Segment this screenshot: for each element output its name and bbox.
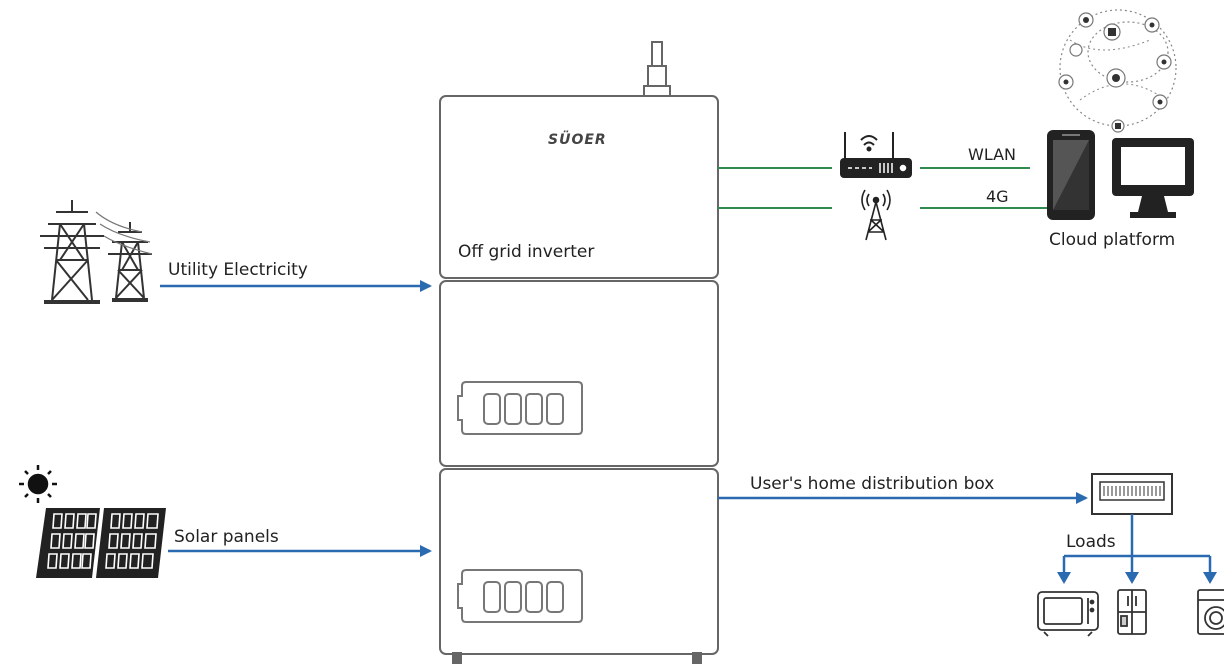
sun-icon xyxy=(19,465,57,503)
washing-machine-icon xyxy=(1197,589,1224,635)
brand-logo: SÜOER xyxy=(548,132,607,148)
inverter-label: Off grid inverter xyxy=(458,242,595,262)
distribution-box-icon xyxy=(1091,473,1173,515)
utility-electricity-label: Utility Electricity xyxy=(168,260,308,280)
desktop-monitor-icon xyxy=(1112,138,1194,218)
load-arrowheads xyxy=(1057,572,1217,584)
wlan-label: WLAN xyxy=(968,145,1017,164)
inverter-box xyxy=(439,95,719,279)
cloud-network-icon xyxy=(1058,9,1177,133)
battery-icon xyxy=(457,381,583,435)
solar-panels-label: Solar panels xyxy=(174,527,279,547)
loads-label: Loads xyxy=(1066,532,1116,552)
battery-module-2 xyxy=(439,468,719,655)
battery-icon xyxy=(457,569,583,623)
microwave-icon xyxy=(1037,591,1099,637)
load-branch-lines xyxy=(1062,514,1212,574)
battery-module-1 xyxy=(439,280,719,467)
solar-panel-icon xyxy=(36,508,166,578)
cell-tower-icon xyxy=(861,189,891,241)
distribution-box-label: User's home distribution box xyxy=(750,474,995,494)
power-tower-icon xyxy=(40,200,153,304)
inverter-stack xyxy=(439,41,719,664)
smartphone-icon xyxy=(1047,130,1095,220)
4g-label: 4G xyxy=(986,187,1009,206)
wifi-router-icon xyxy=(840,132,912,178)
refrigerator-icon xyxy=(1117,589,1147,635)
cloud-platform-label: Cloud platform xyxy=(1049,230,1176,250)
